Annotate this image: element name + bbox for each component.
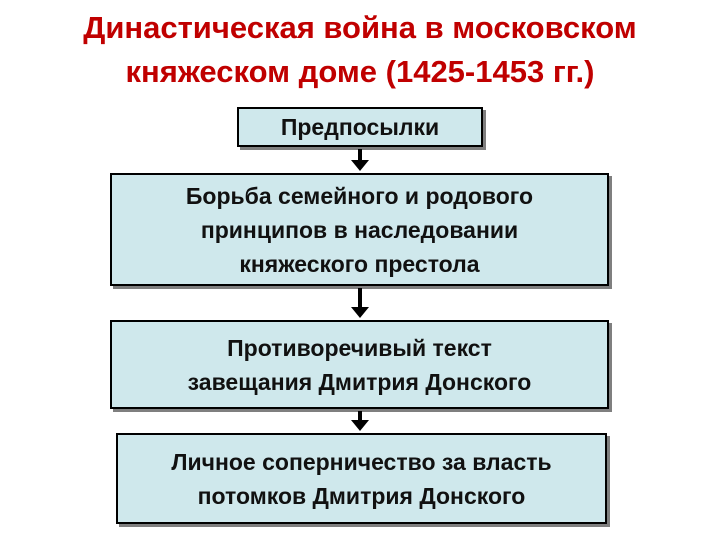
down-arrow-icon (351, 288, 369, 318)
box-2-line-1: Борьба семейного и родового (185, 182, 534, 209)
box-3-line-2: завещания Дмитрия Донского (187, 368, 532, 395)
box-2-line-3: княжеского престола (239, 250, 480, 277)
box-4-line-1: Личное соперничество за власть (171, 448, 552, 475)
box-3-line-1: Противоречивый текст (227, 334, 492, 361)
prerequisites-box: Предпосылки (237, 107, 483, 147)
personal-rivalry-box: Личное соперничество за власть потомков … (116, 433, 607, 524)
box-4-line-2: потомков Дмитрия Донского (197, 482, 526, 509)
down-arrow-icon (351, 411, 369, 431)
box-2-line-2: принципов в наследовании (200, 216, 519, 243)
slide-title-line-2: княжеском доме (1425-1453 гг.) (125, 54, 595, 89)
slide-title-line-1: Династическая война в московском (83, 10, 637, 45)
prerequisites-label: Предпосылки (280, 114, 440, 140)
contradictory-testament-box: Противоречивый текст завещания Дмитрия Д… (110, 320, 609, 409)
slide-title: Династическая война в московском княжеск… (0, 6, 720, 94)
family-clan-principles-box: Борьба семейного и родового принципов в … (110, 173, 609, 286)
down-arrow-icon (351, 149, 369, 171)
